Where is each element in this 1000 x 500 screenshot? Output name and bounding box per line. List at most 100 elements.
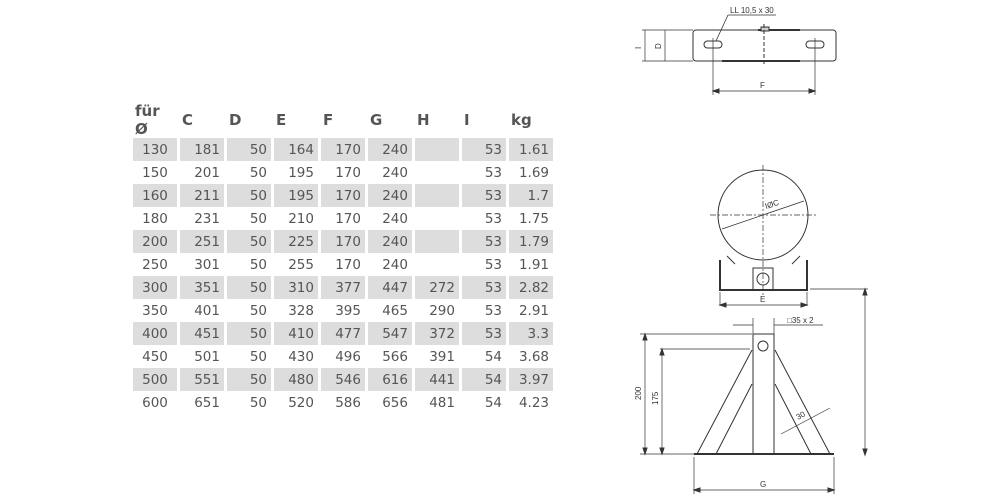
table-cell: 201 [194, 164, 220, 181]
table-cell: 160 [133, 184, 177, 207]
dim-i-label: I [634, 47, 643, 49]
table-cell: 53 [484, 256, 502, 273]
table-cell: 170 [335, 210, 361, 227]
table-cell: 551 [180, 368, 224, 391]
table-cell: 2.91 [518, 302, 549, 319]
slot-label: LL 10,5 x 30 [730, 6, 774, 15]
table-cell: 3.97 [509, 368, 553, 391]
table-cell: 170 [335, 256, 361, 273]
header-d: D [229, 111, 242, 129]
table-cell: 250 [142, 256, 168, 273]
table-cell: 170 [335, 164, 361, 181]
table-cell: 451 [180, 322, 224, 345]
table-cell: 300 [133, 276, 177, 299]
table-cell: 251 [180, 230, 224, 253]
header-c: C [182, 111, 194, 129]
table-cell: 211 [180, 184, 224, 207]
table-cell: 54 [462, 368, 506, 391]
table-cell: 410 [274, 322, 318, 345]
table-cell: 501 [194, 348, 220, 365]
table-cell: 566 [382, 348, 408, 365]
diameter-label: IØC [764, 198, 781, 211]
table-cell: 240 [368, 184, 412, 207]
table-cell: 170 [321, 138, 365, 161]
table-cell: 480 [274, 368, 318, 391]
header-g: G [370, 111, 383, 129]
table-cell: 310 [274, 276, 318, 299]
table-cell: 54 [484, 348, 502, 365]
brace-width-label: 30 [795, 409, 808, 421]
table-cell: 50 [227, 276, 271, 299]
dim-d-label: D [654, 43, 663, 49]
table-cell: 450 [142, 348, 168, 365]
height-200-label: 200 [634, 386, 643, 400]
table-cell: 1.75 [518, 210, 549, 227]
table-cell: 181 [180, 138, 224, 161]
table-cell: 2.82 [509, 276, 553, 299]
dim-e-label: E [760, 295, 765, 304]
table-cell: 656 [382, 394, 408, 411]
table-cell: 600 [142, 394, 168, 411]
table-cell: 1.79 [509, 230, 553, 253]
height-175-label: 175 [651, 391, 660, 405]
table-cell: 350 [142, 302, 168, 319]
table-cell: 50 [249, 256, 267, 273]
table-cell: 546 [321, 368, 365, 391]
header-diameter: für Ø [135, 102, 160, 138]
table-cell: 447 [368, 276, 412, 299]
table-cell: 225 [274, 230, 318, 253]
table-cell: 3.68 [518, 348, 549, 365]
header-e: E [276, 111, 287, 129]
table-cell: 50 [227, 230, 271, 253]
table-cell: 54 [484, 394, 502, 411]
table-cell: 240 [382, 256, 408, 273]
table-cell: 328 [288, 302, 314, 319]
table-cell: 164 [274, 138, 318, 161]
table-cell: 170 [321, 230, 365, 253]
table-cell [415, 230, 459, 253]
table-cell: 372 [415, 322, 459, 345]
dim-g-label: G [760, 480, 766, 489]
profile-label: □35 x 2 [787, 316, 814, 325]
table-cell: 395 [335, 302, 361, 319]
header-kg: kg [511, 111, 532, 129]
table-cell: 170 [321, 184, 365, 207]
table-cell: 240 [368, 138, 412, 161]
table-cell: 4.23 [518, 394, 549, 411]
table-cell: 1.91 [518, 256, 549, 273]
header-h: H [417, 111, 430, 129]
table-cell: 430 [288, 348, 314, 365]
table-cell: 200 [133, 230, 177, 253]
table-cell [415, 184, 459, 207]
table-cell: 50 [249, 302, 267, 319]
table-cell: 377 [321, 276, 365, 299]
table-cell: 400 [133, 322, 177, 345]
table-cell: 1.7 [509, 184, 553, 207]
table-cell: 586 [335, 394, 361, 411]
dim-f-label: F [760, 81, 765, 90]
table-cell: 391 [429, 348, 455, 365]
table-cell: 3.3 [509, 322, 553, 345]
table-cell: 195 [274, 184, 318, 207]
table-cell: 1.69 [518, 164, 549, 181]
table-cell: 651 [194, 394, 220, 411]
table-cell: 401 [194, 302, 220, 319]
table-cell: 301 [194, 256, 220, 273]
table-cell: 50 [249, 394, 267, 411]
table-cell: 50 [249, 210, 267, 227]
table-cell: 351 [180, 276, 224, 299]
table-cell: 53 [484, 302, 502, 319]
